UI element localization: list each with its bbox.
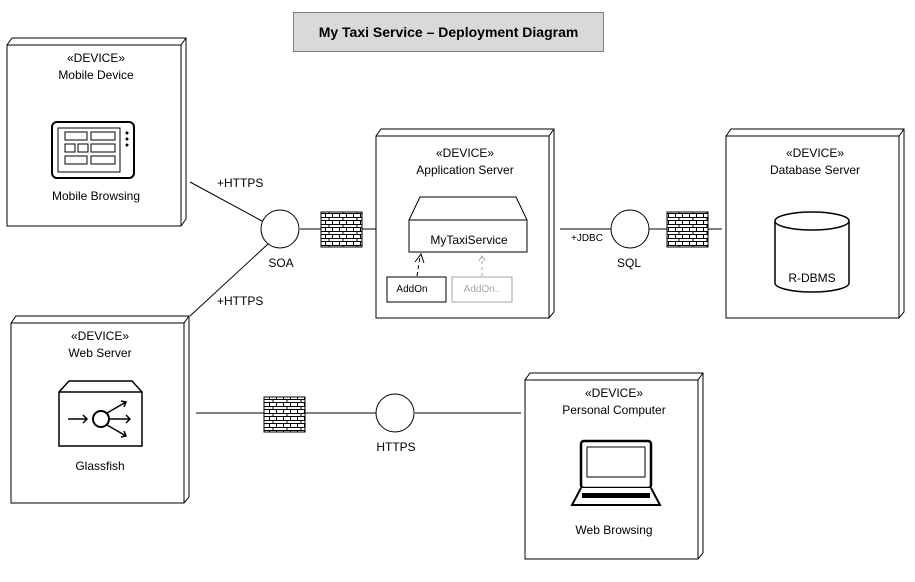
mobile-soa-line — [189, 181, 263, 222]
mobile-node-name: Mobile Device — [58, 68, 134, 82]
mytaxiservice-component — [408, 196, 528, 253]
mobile-artifact-label: Mobile Browsing — [51, 189, 141, 203]
node-web-server — [10, 315, 190, 504]
node-database-server — [725, 128, 905, 319]
addon-ghost-box — [451, 276, 513, 303]
https-interface-circle — [375, 393, 415, 433]
web-stereotype: «DEVICE» — [70, 329, 130, 343]
addon-ghost-label: AddOn.. — [463, 284, 501, 295]
web-soa-line — [189, 243, 269, 317]
addon-label: AddOn — [396, 284, 428, 295]
addon-box — [386, 276, 447, 303]
mobile-https-label: +HTTPS — [217, 176, 264, 190]
firewall-icon — [666, 211, 709, 248]
soa-interface-circle — [260, 209, 300, 249]
app-node-name: Application Server — [416, 163, 514, 177]
db-node-name: Database Server — [769, 163, 861, 177]
pc-stereotype: «DEVICE» — [584, 386, 644, 400]
mobile-stereotype: «DEVICE» — [66, 51, 126, 65]
node-application-server — [375, 128, 555, 319]
glassfish-icon — [58, 380, 143, 447]
tablet-icon — [51, 121, 135, 179]
pc-node-name: Personal Computer — [562, 403, 666, 417]
laptop-icon — [570, 439, 662, 506]
sql-label: SQL — [616, 256, 642, 270]
jdbc-label: +JDBC — [571, 233, 603, 244]
pc-artifact-label: Web Browsing — [575, 523, 653, 537]
soa-label: SOA — [268, 256, 294, 270]
node-mobile-device — [6, 37, 187, 227]
db-stereotype: «DEVICE» — [785, 146, 845, 160]
database-icon — [774, 211, 850, 293]
web-https-label: +HTTPS — [217, 294, 264, 308]
sql-interface-circle — [610, 209, 650, 249]
node-personal-computer — [524, 372, 704, 560]
db-artifact-label: R-DBMS — [788, 271, 836, 285]
web-node-name: Web Server — [68, 346, 132, 360]
app-stereotype: «DEVICE» — [435, 146, 495, 160]
web-artifact-label: Glassfish — [75, 459, 125, 473]
firewall-icon — [320, 211, 363, 248]
firewall-icon — [263, 396, 306, 433]
https-label: HTTPS — [376, 440, 416, 454]
diagram-title: My Taxi Service – Deployment Diagram — [293, 12, 604, 52]
mytaxiservice-label: MyTaxiService — [430, 233, 508, 247]
